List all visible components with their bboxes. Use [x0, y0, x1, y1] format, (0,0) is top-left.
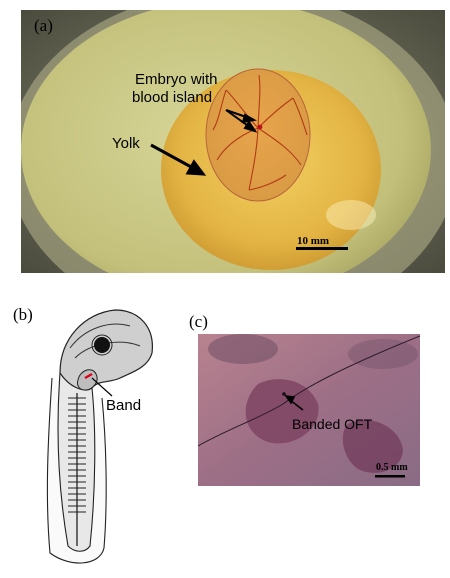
panel-c-photo: [197, 334, 421, 486]
panel-b-letter: (b): [13, 305, 33, 324]
embryo-arrows: [225, 109, 258, 133]
label-band: Band: [106, 397, 142, 414]
panel-a-letter: (a): [34, 16, 53, 35]
scale-label-c: 0.5 mm: [376, 462, 408, 473]
banded-arrow: [284, 394, 304, 411]
scale-label-a: 10 mm: [297, 235, 330, 247]
label-embryo-line2: blood island: [132, 89, 213, 106]
panel-a-photo: [8, 0, 450, 330]
yolk-arrow: [150, 143, 207, 176]
label-yolk: Yolk: [112, 135, 140, 152]
panel-b-drawing: [30, 298, 180, 573]
scale-bar-a: [296, 247, 348, 250]
suture-thread: [197, 335, 421, 447]
scale-bar-c: [375, 475, 405, 478]
egg-culture-image: [8, 0, 450, 330]
embryo-sketch: [46, 309, 153, 564]
band-mark: [84, 372, 93, 380]
panel-c-letter: (c): [189, 312, 208, 331]
label-banded-oft: Banded OFT: [292, 416, 373, 432]
banded-oft-image: [197, 334, 421, 486]
label-embryo-line1: Embryo with: [135, 71, 218, 88]
